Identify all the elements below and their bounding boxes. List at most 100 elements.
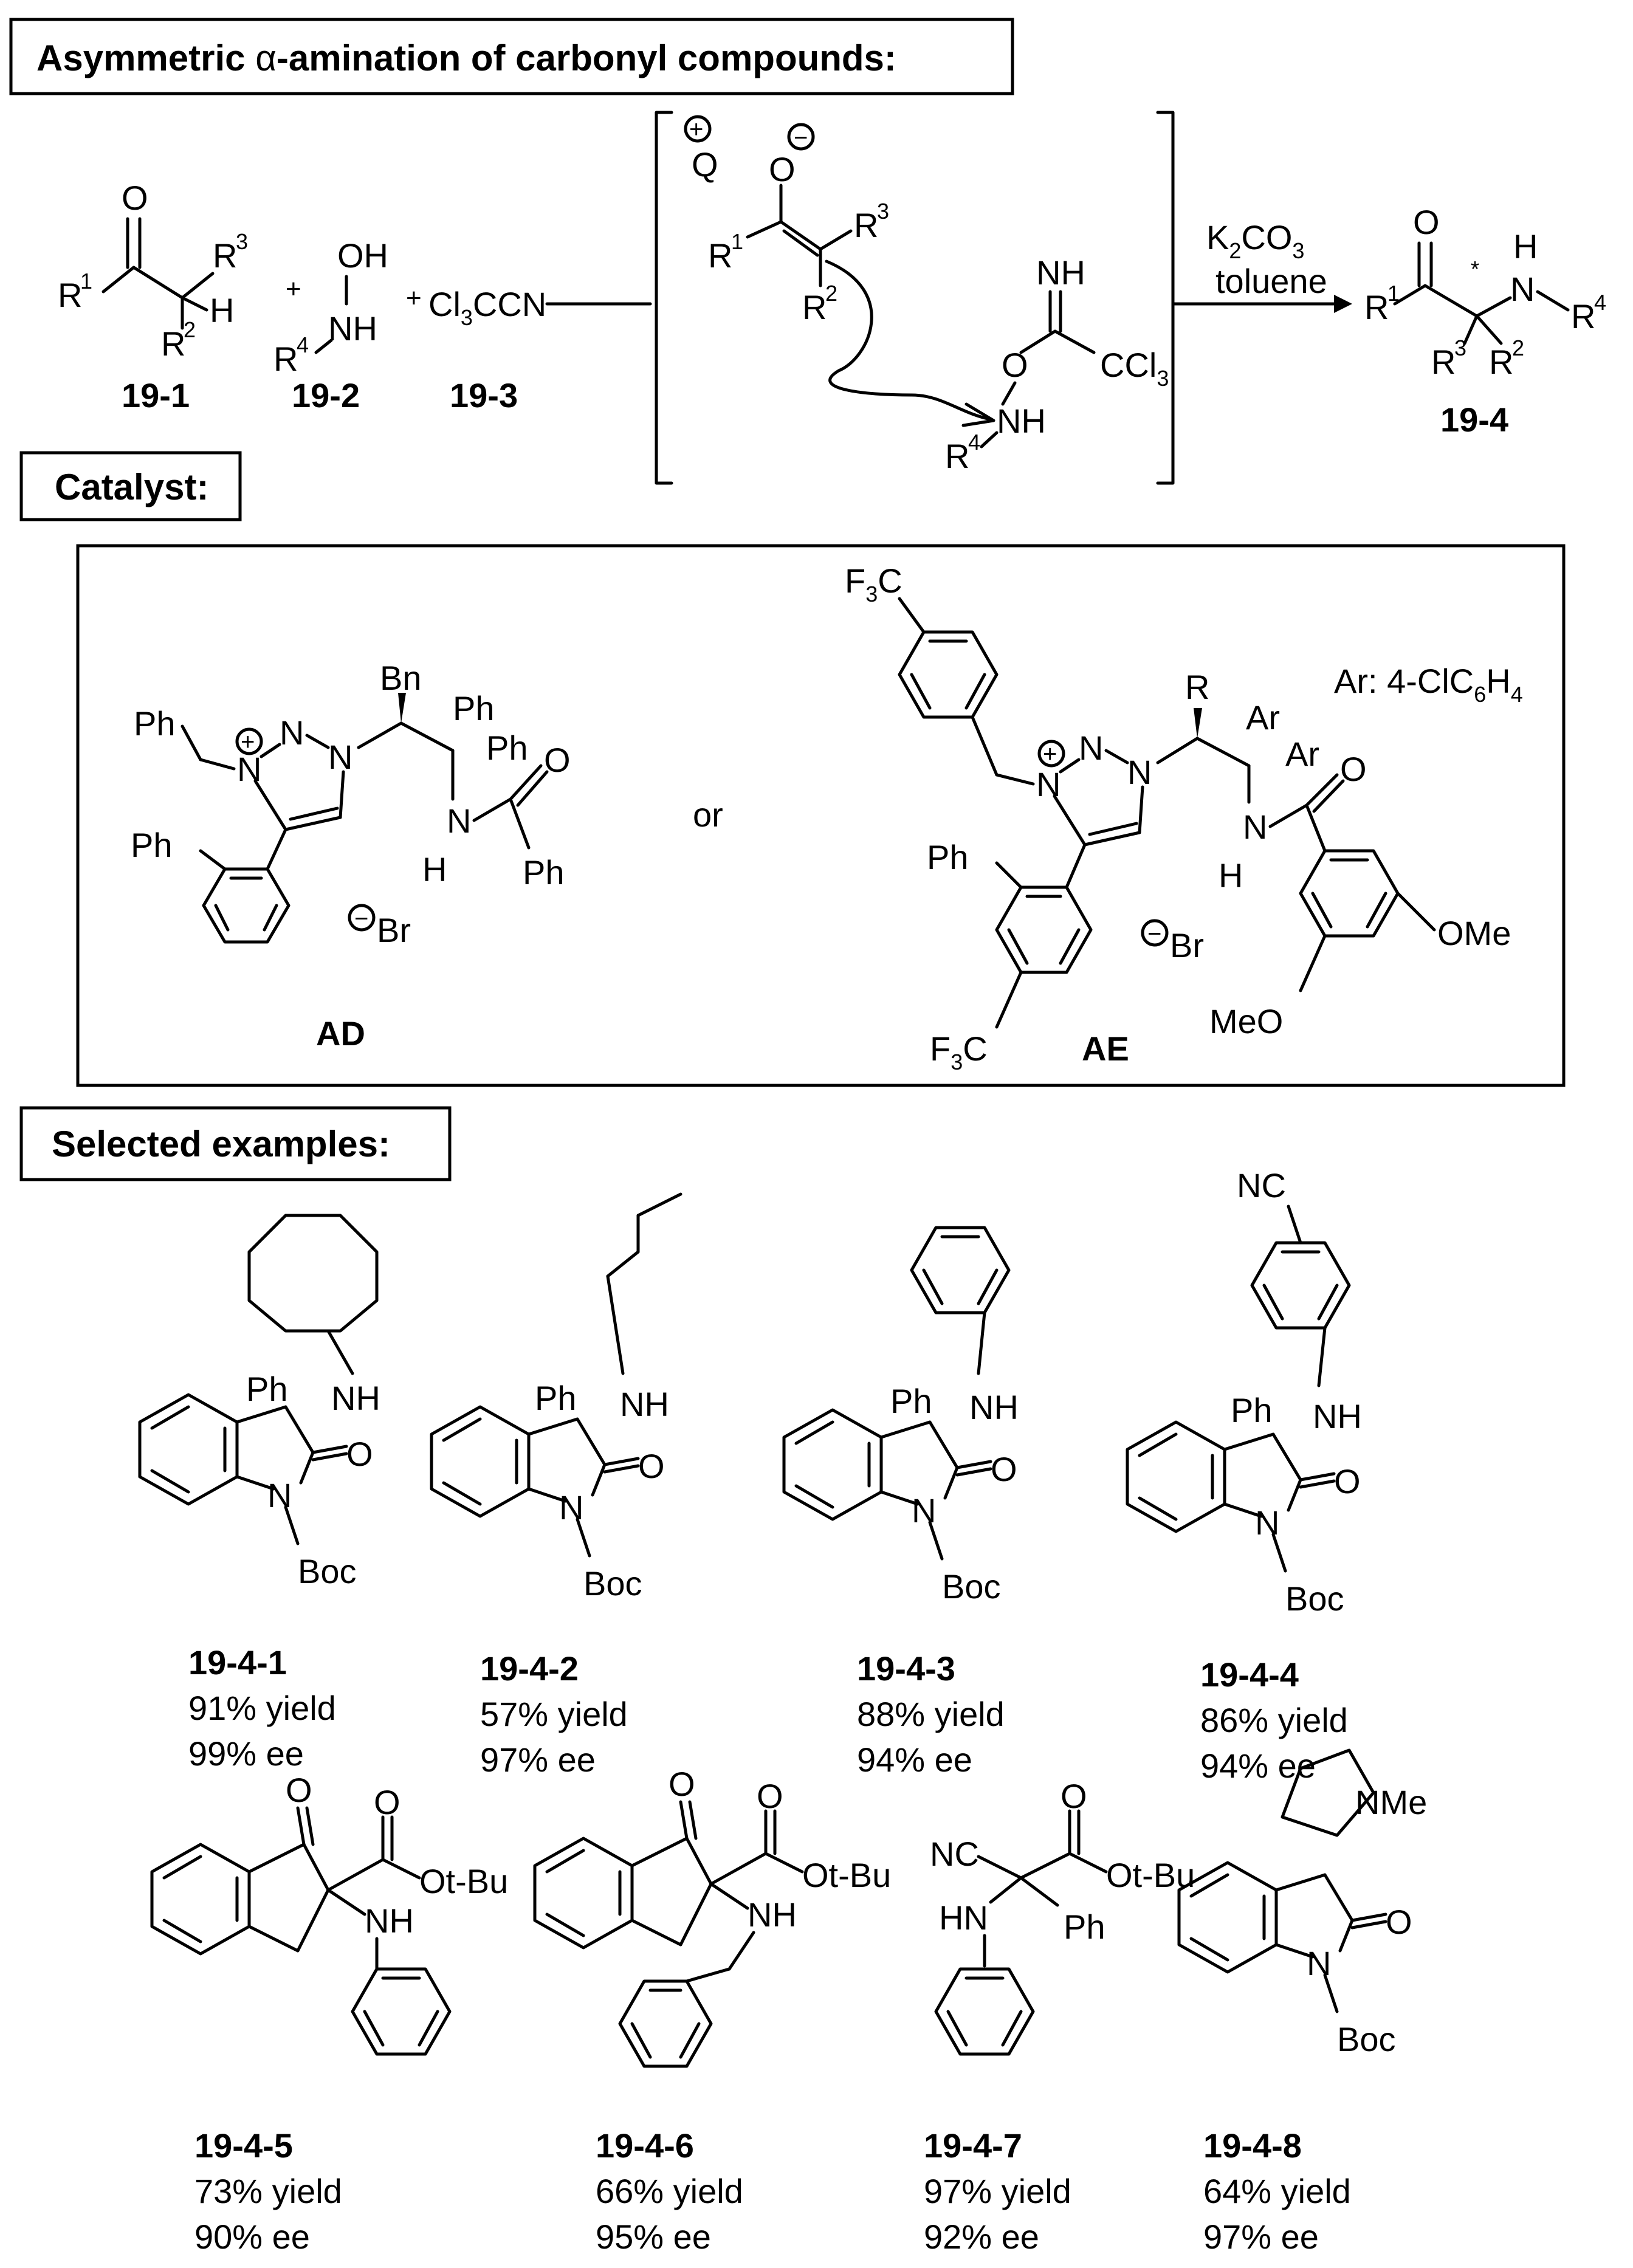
svg-text:OH: OH [337,236,388,275]
svg-text:R: R [1489,343,1513,381]
svg-text:+: + [241,729,255,755]
svg-text:O: O [544,741,571,779]
svg-text:−: − [794,125,808,151]
example-id: 19-4-3 [857,1649,955,1688]
example-ee: 90% ee [194,2218,310,2256]
svg-text:O: O [757,1777,783,1815]
svg-text:Boc: Boc [298,1552,357,1590]
example-19-4-6: O O Ot-Bu NH 19-4-6 66% yield 95% ee [533,1765,891,2256]
svg-text:NMe: NMe [1355,1783,1427,1821]
svg-text:O: O [638,1447,665,1485]
svg-text:O: O [991,1450,1017,1488]
example-19-4-8: NMe O N Boc 19-4-8 64% yield 97% ee [1179,1748,1427,2256]
example-id: 19-4-2 [480,1649,579,1688]
svg-text:O: O [1340,750,1367,788]
svg-text:O: O [346,1435,373,1473]
svg-text:O: O [1061,1777,1087,1815]
svg-text:Ph: Ph [486,729,528,767]
svg-text:N: N [1307,1944,1331,1982]
svg-text:Bn: Bn [380,659,422,697]
svg-text:Ot-Bu: Ot-Bu [802,1856,891,1894]
example-19-4-2: Ph NH O N Boc 19-4-2 57% yield 97% ee [431,1192,682,1779]
svg-text:N: N [447,802,471,840]
svg-text:Ph: Ph [535,1379,577,1417]
svg-text:MeO: MeO [1209,1002,1283,1040]
svg-text:NC: NC [1237,1166,1286,1204]
svg-text:Ph: Ph [131,826,173,864]
reactant-19-1: O R1 R3 H R2 19-1 [58,179,248,414]
svg-text:2: 2 [825,281,837,306]
reaction-arrow: K2CO3 toluene [1171,218,1352,313]
svg-text:Ar: Ar [1285,735,1319,773]
example-yield: 86% yield [1200,1701,1348,1739]
svg-text:O: O [122,179,148,217]
compound-label: 19-3 [450,376,518,414]
example-id: 19-4-1 [188,1643,287,1682]
svg-text:N: N [1243,808,1267,846]
svg-text:H: H [210,291,234,329]
svg-text:N: N [559,1488,583,1527]
svg-text:N: N [328,738,352,776]
svg-text:H: H [1219,856,1243,895]
svg-text:N: N [267,1476,292,1514]
transition-state: + Q O − R1 R3 R2 NH CCl3 O NH R4 [655,111,1175,485]
svg-text:AE: AE [1082,1029,1129,1068]
svg-text:+: + [689,116,703,143]
reactant-19-2: + OH NH R4 19-2 [273,236,388,414]
svg-text:4: 4 [968,430,980,455]
svg-text:−: − [354,905,368,932]
svg-text:2: 2 [184,317,196,342]
svg-text:H: H [1513,227,1538,266]
svg-text:NH: NH [748,1895,797,1934]
svg-text:−: − [1147,921,1161,947]
svg-text:NH: NH [969,1388,1019,1426]
svg-text:Br: Br [377,911,411,949]
example-ee: 94% ee [1200,1747,1316,1785]
svg-text:R: R [213,236,237,275]
svg-text:R: R [1431,343,1456,381]
svg-text:NC: NC [930,1835,979,1873]
svg-text:N: N [280,713,304,752]
svg-text:3: 3 [1454,335,1466,360]
svg-text:Br: Br [1170,926,1204,964]
svg-text:Boc: Boc [942,1567,1001,1606]
svg-text:F3C: F3C [845,562,902,607]
catalyst-section-label: Catalyst: [55,467,208,507]
svg-text:Ph: Ph [134,704,176,743]
svg-text:NH: NH [1313,1397,1362,1435]
example-ee: 97% ee [1203,2218,1319,2256]
catalyst-AE: F3C + N N N Ph F3C AE − Br R Ar [845,562,1523,1074]
svg-text:R: R [161,325,185,363]
svg-text:R: R [273,340,298,378]
svg-text:NH: NH [997,402,1046,440]
svg-text:O: O [1413,203,1440,241]
svg-text:R: R [708,236,732,275]
svg-text:1: 1 [1387,281,1400,306]
svg-text:N: N [912,1491,936,1530]
svg-text:O: O [374,1783,401,1821]
svg-text:O: O [769,150,796,188]
example-ee: 94% ee [857,1741,972,1779]
svg-text:N: N [1255,1503,1279,1542]
svg-text:N: N [1079,729,1103,767]
svg-text:Ph: Ph [246,1370,288,1408]
svg-text:O: O [1002,346,1028,384]
page-title: Asymmetric α-amination of carbonyl compo… [36,38,896,78]
svg-text:1: 1 [80,269,92,294]
example-id: 19-4-5 [194,2126,293,2165]
examples-section-label: Selected examples: [52,1124,390,1164]
svg-text:Ph: Ph [890,1382,932,1420]
or-label: or [693,796,723,834]
svg-text:R: R [802,288,827,326]
compound-label: 19-2 [292,376,360,414]
svg-text:Ph: Ph [453,689,495,727]
svg-text:N: N [1510,270,1535,308]
svg-text:Q: Q [692,145,718,184]
example-19-4-3: Ph NH O N Boc 19-4-3 88% yield 94% ee [784,1226,1019,1779]
example-19-4-4: NC Ph NH O N Boc 19-4-4 86% yield 94% ee [1127,1166,1362,1785]
svg-text:4: 4 [1594,290,1606,315]
svg-text:3: 3 [877,199,889,224]
svg-text:AD: AD [316,1014,365,1053]
svg-text:+: + [1043,741,1057,768]
svg-text:N: N [1127,753,1152,791]
